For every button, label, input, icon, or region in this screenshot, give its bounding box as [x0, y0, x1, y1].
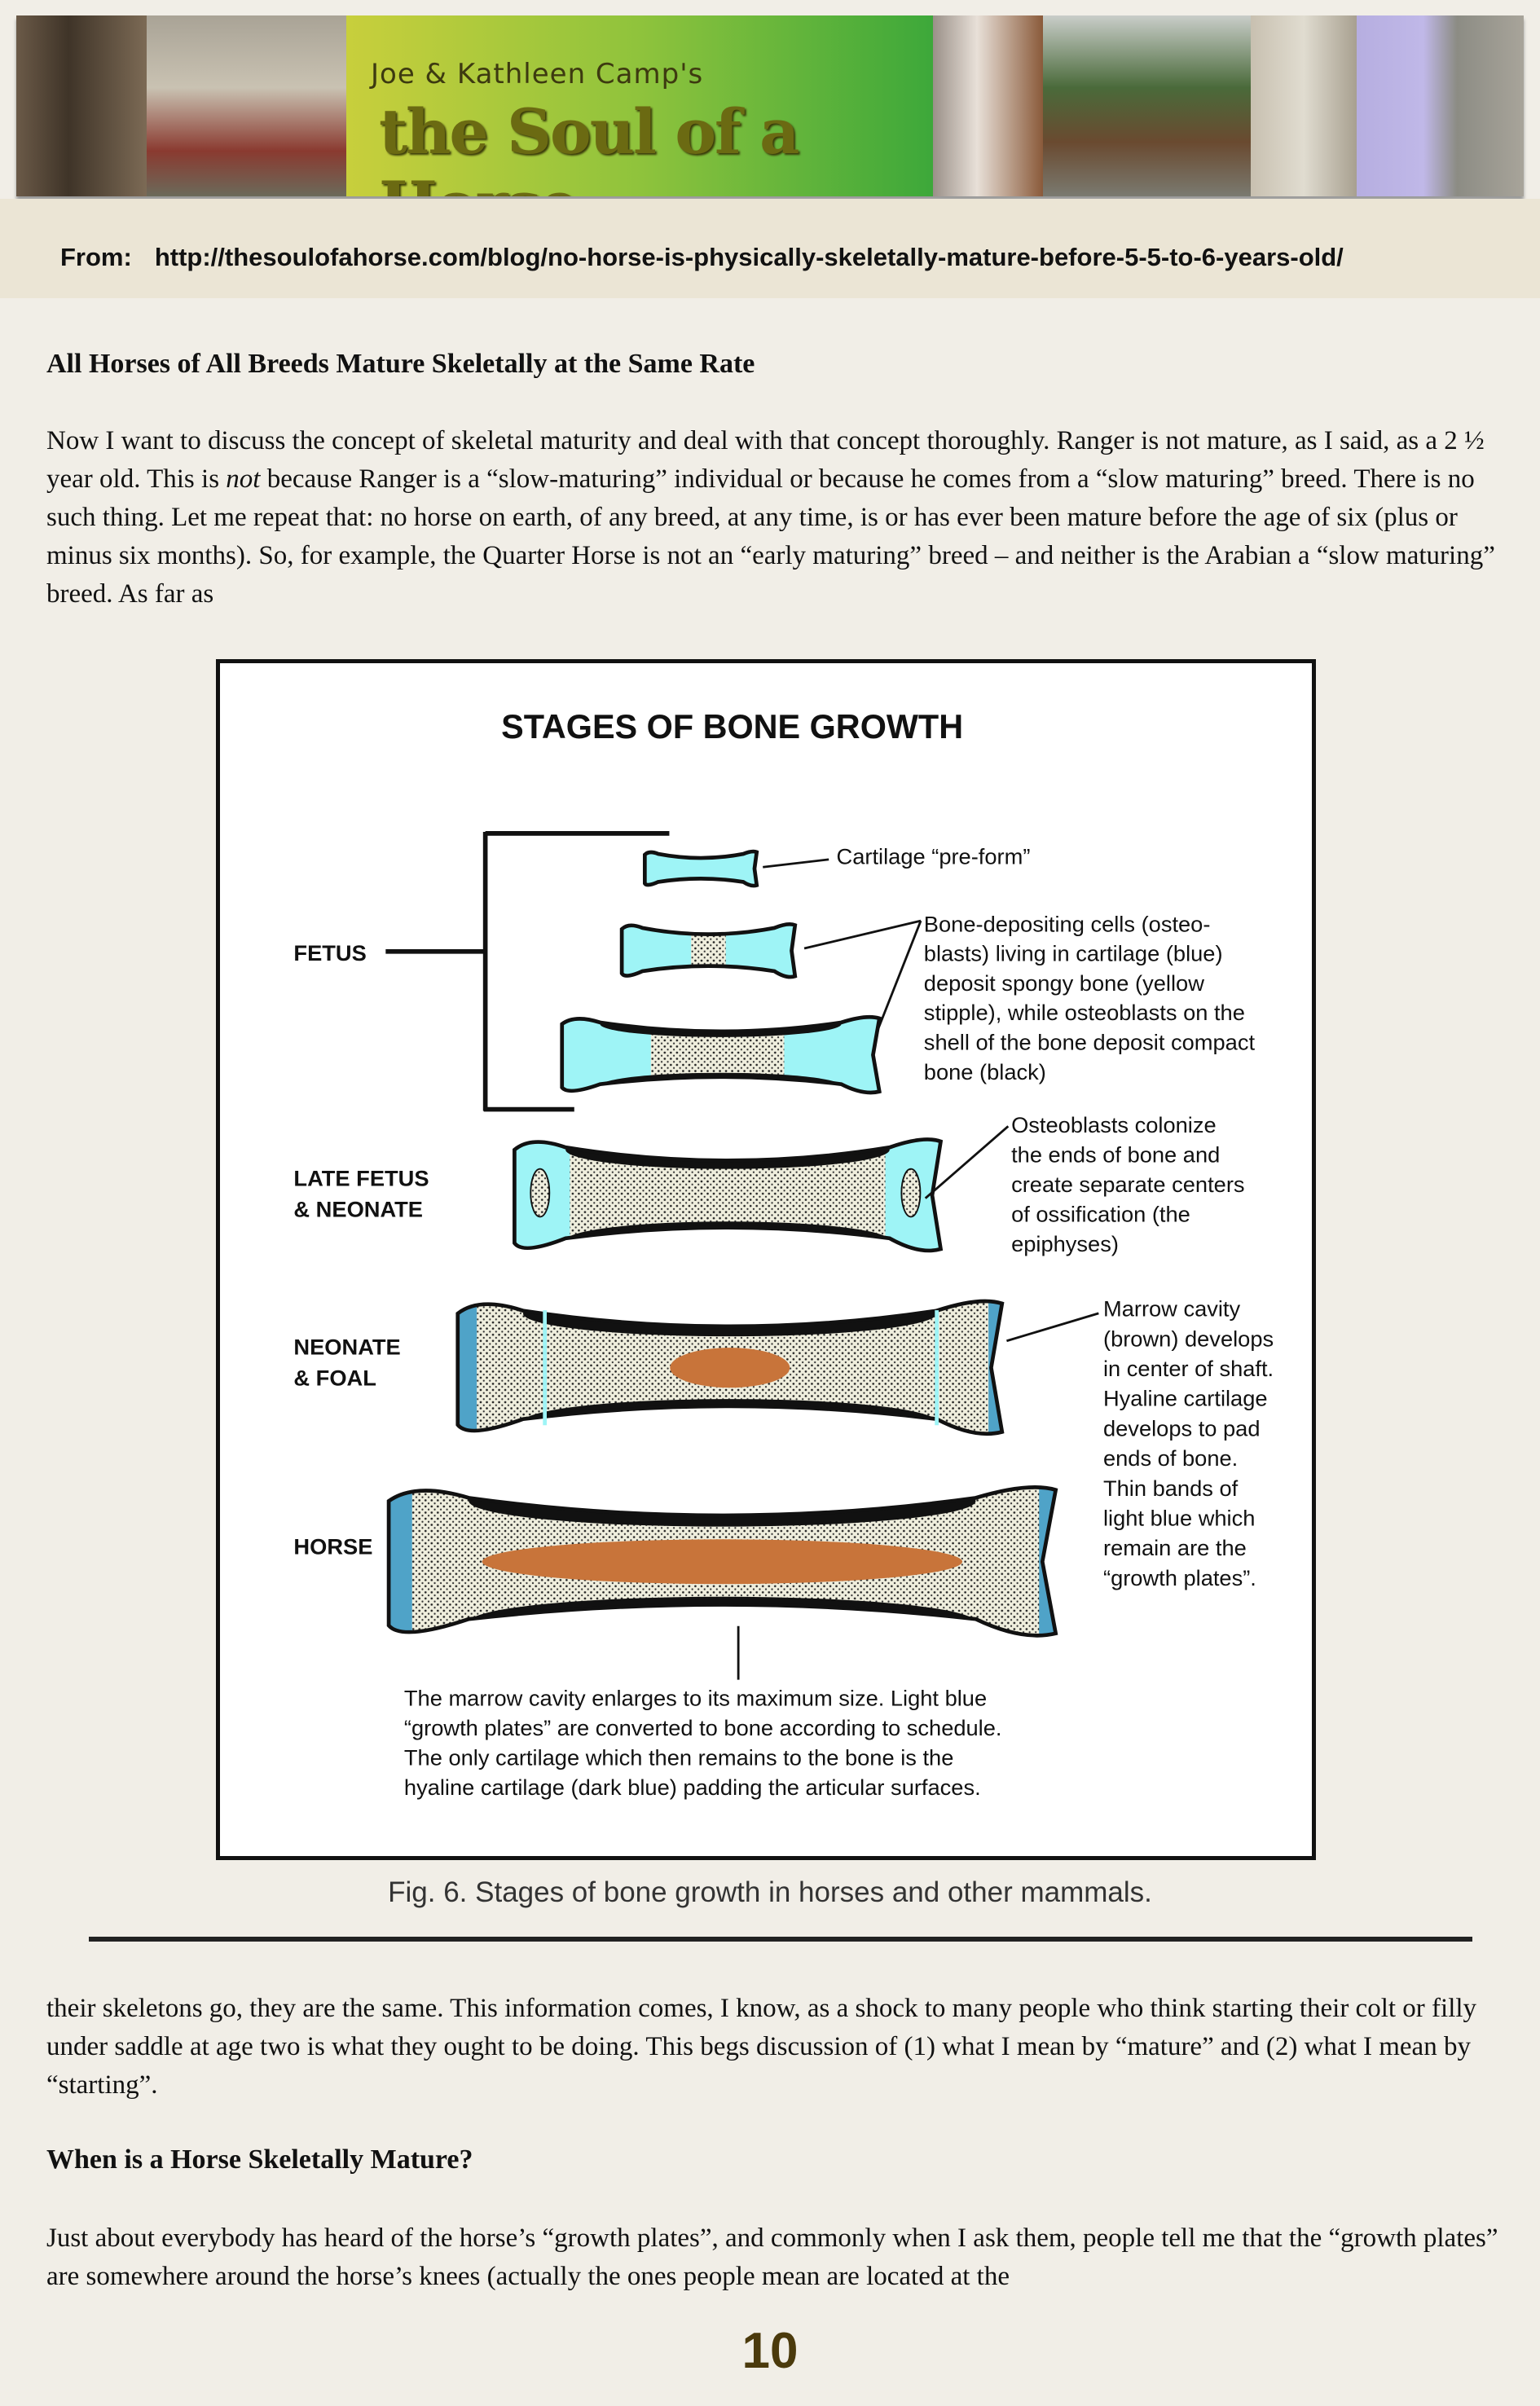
cartilage [645, 851, 757, 886]
marrow-cavity [670, 1348, 790, 1388]
section-heading: All Horses of All Breeds Mature Skeletal… [46, 349, 755, 379]
horse-photo [1357, 15, 1524, 196]
bone-4 [513, 1137, 944, 1253]
bone-interior [691, 924, 726, 978]
annotation-epiphyses: create separate centers [1011, 1172, 1244, 1197]
logo: Joe & Kathleen Camp's the Soul of a Hors… [346, 15, 933, 196]
annotation-marrow: Hyaline cartilage [1103, 1386, 1268, 1411]
bone-1 [642, 849, 759, 888]
bone-6 [386, 1485, 1058, 1638]
hyaline-cartilage [457, 1300, 477, 1434]
spongy-bone [650, 1017, 785, 1093]
text-run: Now I want to discuss the concept of ske… [46, 426, 1485, 494]
annotation-preform: Cartilage “pre-form” [837, 844, 1031, 869]
logo-title: the Soul of a Horse [379, 95, 799, 196]
source-label: From: [60, 243, 132, 271]
annotation-marrow: (brown) develops [1103, 1326, 1274, 1351]
annotation-osteoblasts: deposit spongy bone (yellow [924, 970, 1204, 996]
annotation-osteoblasts: stipple), while osteoblasts on the [924, 1000, 1245, 1025]
bone-outline [455, 1299, 1005, 1436]
ossification-center [900, 1168, 922, 1218]
compact-bone [469, 1487, 976, 1527]
annotation-bottom: “growth plates” are converted to bone ac… [404, 1715, 1002, 1740]
leader-line [1006, 1312, 1099, 1343]
bone-outline [386, 1485, 1058, 1638]
annotation-marrow: develops to pad [1103, 1415, 1261, 1441]
site-banner: Joe & Kathleen Camp's the Soul of a Hors… [16, 15, 1524, 196]
annotation-bottom: The only cartilage which then remains to… [404, 1745, 953, 1770]
stage-label-neonate: NEONATE [293, 1335, 400, 1360]
annotation-epiphyses: epiphyses) [1011, 1231, 1119, 1256]
bone-outline [513, 1137, 944, 1253]
stage-label-late-fetus: & NEONATE [293, 1196, 423, 1221]
annotation-osteoblasts: Bone-depositing cells (osteo- [924, 911, 1211, 936]
stage-label-neonate: & FOAL [293, 1365, 376, 1390]
horse-photo [1251, 15, 1357, 196]
emphasis: not [226, 464, 261, 494]
annotation-marrow: Marrow cavity [1103, 1296, 1241, 1322]
annotation-osteoblasts: shell of the bone deposit compact [924, 1030, 1256, 1055]
horse-photo [16, 15, 147, 196]
annotation-bottom: The marrow cavity enlarges to its maximu… [404, 1686, 987, 1711]
annotation-marrow: in center of shaft. [1103, 1356, 1274, 1381]
annotation-osteoblasts: bone (black) [924, 1059, 1046, 1084]
stage-label-late-fetus: LATE FETUS [293, 1166, 429, 1191]
leader-line [803, 919, 922, 950]
compact-bone [522, 1300, 937, 1337]
annotation-marrow: light blue which [1103, 1505, 1255, 1530]
leader-line [924, 1125, 1010, 1199]
divider [89, 1937, 1472, 1942]
source-strip [0, 199, 1540, 298]
logo-tagline: Joe & Kathleen Camp's [371, 58, 704, 90]
bone-outline [619, 922, 798, 979]
stage-label-fetus: FETUS [293, 940, 366, 965]
leader-line [763, 858, 829, 869]
annotation-marrow: Thin bands of [1103, 1476, 1239, 1501]
spongy-bone [691, 924, 726, 978]
annotation-epiphyses: of ossification (the [1011, 1201, 1190, 1226]
figure-title: STAGES OF BONE GROWTH [501, 708, 963, 746]
figure-caption: Fig. 6. Stages of bone growth in horses … [388, 1876, 1152, 1908]
body-paragraph: Just about everybody has heard of the ho… [46, 2223, 1498, 2291]
bone-growth-diagram: STAGES OF BONE GROWTH FETUS Cartilage “pre… [293, 708, 1274, 1800]
page-number: 10 [741, 2323, 799, 2379]
bone-2 [619, 922, 798, 979]
horse-photo [933, 15, 1043, 196]
compact-bone [565, 1139, 890, 1169]
annotation-epiphyses: the ends of bone and [1011, 1141, 1220, 1167]
annotation-marrow: remain are the [1103, 1535, 1247, 1560]
bone-5 [455, 1299, 1005, 1436]
hyaline-cartilage [389, 1487, 412, 1636]
marrow-cavity [482, 1539, 963, 1585]
source-url[interactable]: http://thesoulofahorse.com/blog/no-horse… [154, 243, 1344, 271]
bone-outline [560, 1014, 882, 1095]
ossification-center [530, 1168, 551, 1218]
annotation-marrow: “growth plates”. [1103, 1565, 1256, 1590]
stage-label-horse: HORSE [293, 1533, 372, 1559]
source-line: From: http://thesoulofahorse.com/blog/no-… [60, 243, 1344, 272]
bone-outline [642, 849, 759, 888]
section-heading: When is a Horse Skeletally Mature? [46, 2144, 473, 2175]
leader-line [877, 920, 922, 1031]
horse-photo [1043, 15, 1251, 196]
annotation-marrow: ends of bone. [1103, 1445, 1238, 1471]
body-paragraph: their skeletons go, they are the same. T… [46, 1994, 1477, 2100]
annotation-osteoblasts: blasts) living in cartilage (blue) [924, 941, 1223, 966]
horse-photo [147, 15, 346, 196]
annotation-bottom: hyaline cartilage (dark blue) padding th… [404, 1775, 981, 1800]
body-paragraph: Now I want to discuss the concept of ske… [46, 422, 1505, 614]
bone-3 [560, 1014, 882, 1095]
bone-growth-figure: STAGES OF BONE GROWTH FETUS Cartilage “pre… [216, 659, 1316, 1860]
annotation-epiphyses: Osteoblasts colonize [1011, 1112, 1217, 1137]
text-run: because Ranger is a “slow-maturing” indi… [46, 464, 1495, 609]
